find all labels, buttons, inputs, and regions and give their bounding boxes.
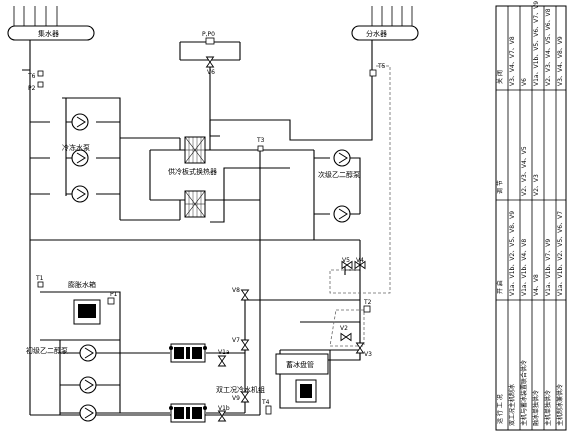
primary-pump-label: 初级乙二醇泵 — [26, 346, 68, 355]
table-header: 调 节 — [496, 180, 504, 194]
tag-v6: V6 — [207, 69, 215, 76]
tag-t2: T2 — [363, 299, 372, 306]
table-cell: V1a、V1b、V7、V9 — [545, 239, 552, 296]
tag-v1a: V1a — [218, 349, 230, 356]
tag-p1: P1 — [110, 291, 118, 298]
table-header: 关 闭 — [496, 70, 504, 84]
plate-hx-label: 供冷板式换热器 — [168, 167, 217, 176]
tag-v9: V9 — [232, 395, 240, 402]
tag-v2: V2 — [340, 325, 348, 332]
expansion-tank-label: 膨胀水箱 — [68, 280, 96, 289]
table-cell: 主机制冰兼供冷 — [556, 384, 564, 426]
tag-v5: V5 — [342, 257, 350, 264]
operating-mode-table — [495, 5, 567, 431]
chilled-pump-label: 冷冻水泵 — [62, 143, 90, 152]
heat-exchanger-icon — [184, 136, 206, 164]
water-distributor: 分水器 — [351, 6, 419, 41]
pump-icon — [333, 149, 351, 167]
pump-icon — [71, 185, 89, 203]
tag-v8: V8 — [232, 287, 240, 294]
secondary-glycol-pumps: 次级乙二醇泵 — [318, 149, 360, 223]
glycol-piping — [29, 149, 361, 416]
pump-icon — [333, 205, 351, 223]
tag-v1b: V1b — [218, 405, 230, 412]
table-header: 运 行 工 况 — [496, 394, 504, 424]
tag-p3: P3 — [302, 390, 310, 397]
chilled-water-pumps: 冷冻水泵 — [62, 113, 90, 203]
valve-icon — [241, 391, 249, 403]
ice-coil-label: 蓄冰盘管 — [286, 360, 314, 369]
table-cell: V3、V4、V8、V9 — [557, 36, 564, 86]
valve-icon — [206, 56, 214, 68]
tag-t1: T1 — [35, 275, 44, 282]
chiller-icon — [168, 343, 208, 363]
secondary-pump-label: 次级乙二醇泵 — [318, 170, 360, 179]
table-cell: 双工况主机制冰 — [508, 384, 516, 426]
heat-exchanger-icon — [184, 190, 206, 218]
table-cell: V1a、V1b、V4、V8 — [521, 239, 528, 296]
table-cell: V2、V3 — [533, 174, 540, 196]
tag-v4: V4 — [356, 257, 364, 264]
table-cell: V1a、V1b、V5、V6、V7、V9 — [533, 1, 540, 86]
table-cell: V2、V3、V4、V5 — [521, 146, 528, 196]
table-cell: V1a、V1b、V2、V5、V6、V7 — [557, 211, 564, 296]
chiller-icon — [168, 403, 208, 423]
tag-v7: V7 — [232, 337, 240, 344]
tag-labels: P,P0 V6 T5 T6 P2 T3 V5 V4 T1 P1 V8 T2 V2… — [27, 31, 386, 412]
primary-glycol-pumps: 初级乙二醇泵 — [26, 344, 97, 422]
ice-storage-coil: 蓄冰盘管 — [275, 353, 329, 403]
table-cell: V3、V4、V7、V8 — [509, 36, 516, 86]
collector-label: 集水器 — [38, 29, 59, 38]
pump-icon — [79, 404, 97, 422]
dual-mode-chillers: 双工况冷水机组 — [168, 343, 265, 423]
valve-icon — [340, 333, 352, 341]
table-cell: V2、V3、V4、V5、V6、V8 — [545, 8, 552, 86]
table-cell: V1a、V1b、V2、V5、V8、V9 — [509, 211, 516, 296]
tag-t4: T4 — [261, 399, 270, 406]
tag-t3: T3 — [256, 137, 265, 144]
valve-icon — [241, 339, 249, 351]
water-collector: 集水器 — [7, 6, 95, 41]
valve-icon — [218, 410, 226, 422]
valve-icon — [356, 342, 364, 354]
tag-t5: T5 — [377, 63, 386, 70]
control-signal-lines — [329, 65, 391, 347]
plate-heat-exchangers: 供冷板式换热器 — [168, 136, 217, 218]
table-header: 开 启 — [496, 280, 504, 294]
pump-icon — [71, 149, 89, 167]
sensors — [37, 37, 377, 415]
pump-icon — [79, 376, 97, 394]
tag-pp0: P,P0 — [202, 31, 215, 38]
table-cell: V4、V8 — [533, 274, 540, 296]
valve-icon — [218, 355, 226, 367]
table-cell: V6 — [521, 78, 528, 86]
pump-icon — [79, 344, 97, 362]
table-cell: 主机单独供冷 — [544, 390, 552, 426]
table-cell: 主机与蓄冰装置联合供冷 — [520, 360, 528, 426]
pump-icon — [71, 113, 89, 131]
valve-icon — [241, 289, 249, 301]
tag-v3: V3 — [364, 351, 372, 358]
chiller-label: 双工况冷水机组 — [216, 385, 265, 394]
tag-t6: T6 — [27, 73, 36, 80]
expansion-tank: 膨胀水箱 — [68, 280, 101, 325]
distributor-label: 分水器 — [366, 29, 387, 38]
table-cell: 融冰单独供冷 — [532, 390, 540, 426]
tag-p2: P2 — [28, 85, 36, 92]
